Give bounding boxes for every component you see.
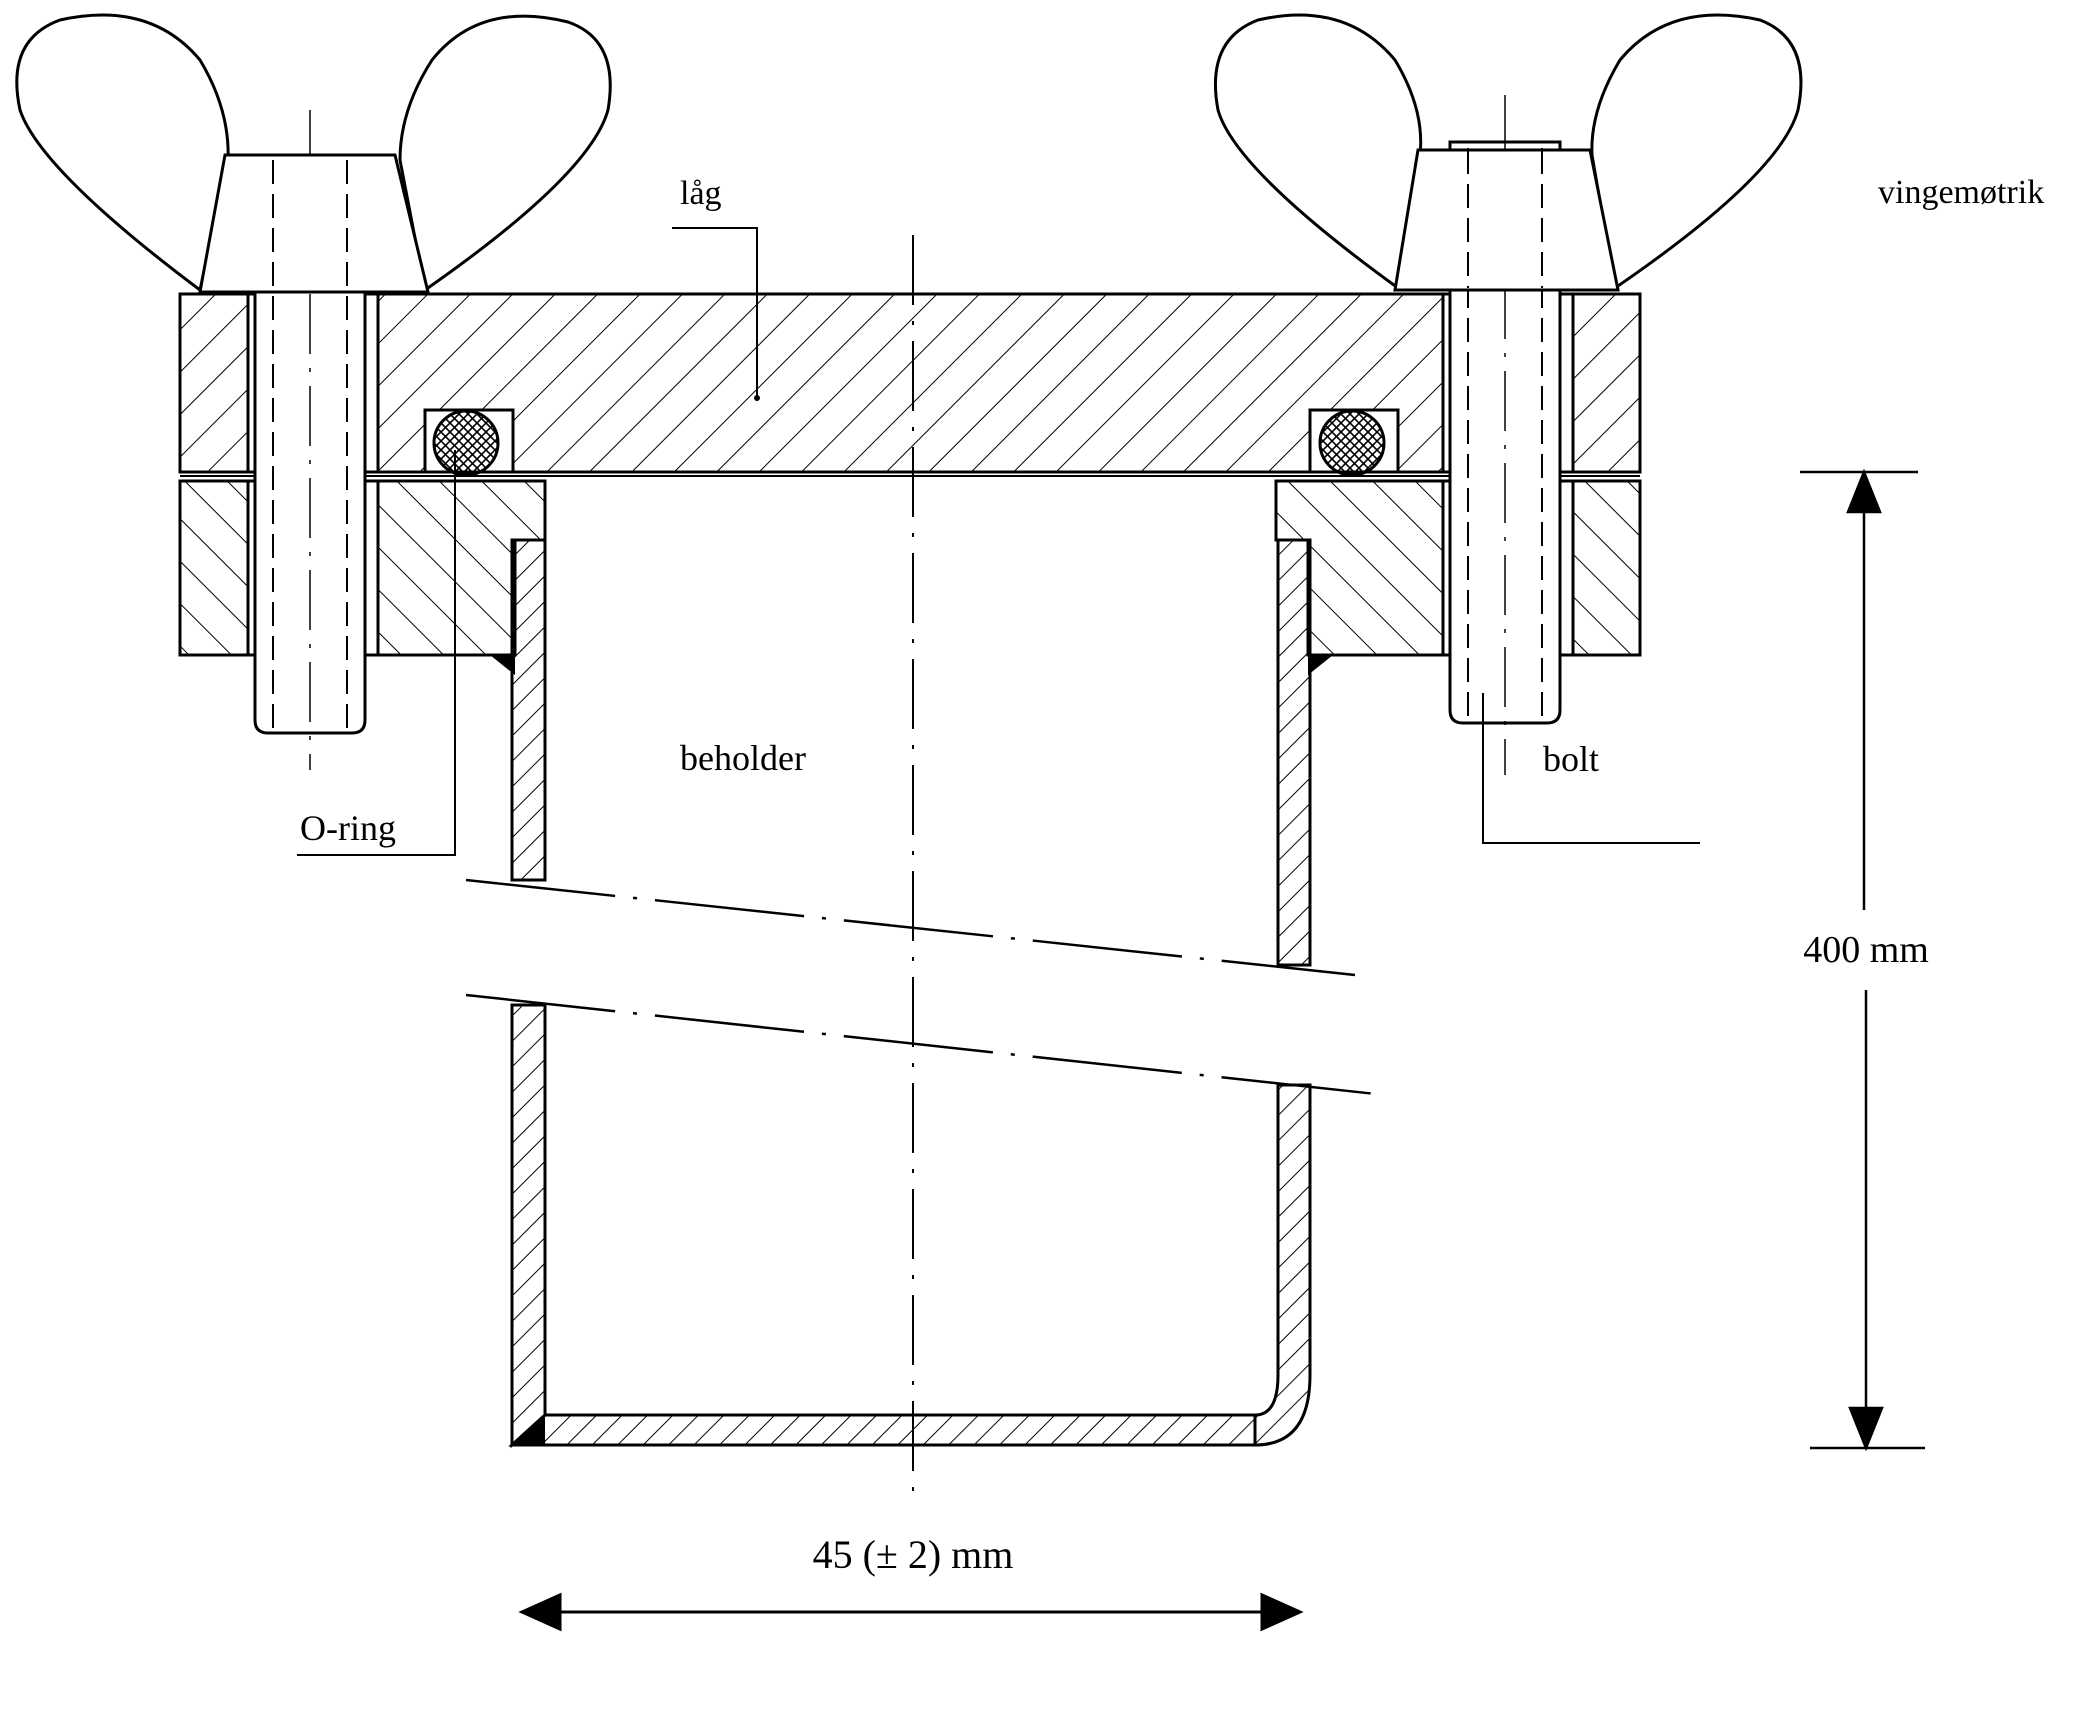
o-ring-right	[1318, 409, 1386, 477]
lid-plate	[178, 292, 1642, 474]
weld-left	[490, 655, 515, 675]
leader-dot-lid	[754, 395, 760, 401]
label-bolt: bolt	[1543, 739, 1599, 779]
label-container: beholder	[680, 738, 806, 778]
height-dimension	[1800, 468, 1925, 1452]
container-bottom	[508, 1413, 1257, 1447]
container-wall-left	[510, 538, 547, 1449]
flange	[178, 475, 1642, 657]
label-width-dimension: 45 (± 2) mm	[813, 1532, 1014, 1577]
leader-lines	[297, 227, 1700, 856]
label-o-ring: O-ring	[300, 808, 396, 848]
break-lines	[465, 878, 1386, 1097]
o-ring-left	[432, 409, 500, 477]
label-height-dimension: 400 mm	[1803, 929, 1929, 971]
container-wall-right	[1253, 538, 1312, 1447]
width-dimension	[518, 1592, 1304, 1632]
weld-right	[1308, 655, 1333, 675]
label-lid: låg	[680, 175, 722, 212]
label-wing-nut: vingemøtrik	[1878, 174, 2044, 211]
wing-nut-left	[15, 13, 612, 294]
wing-nut-right	[1213, 13, 1803, 292]
